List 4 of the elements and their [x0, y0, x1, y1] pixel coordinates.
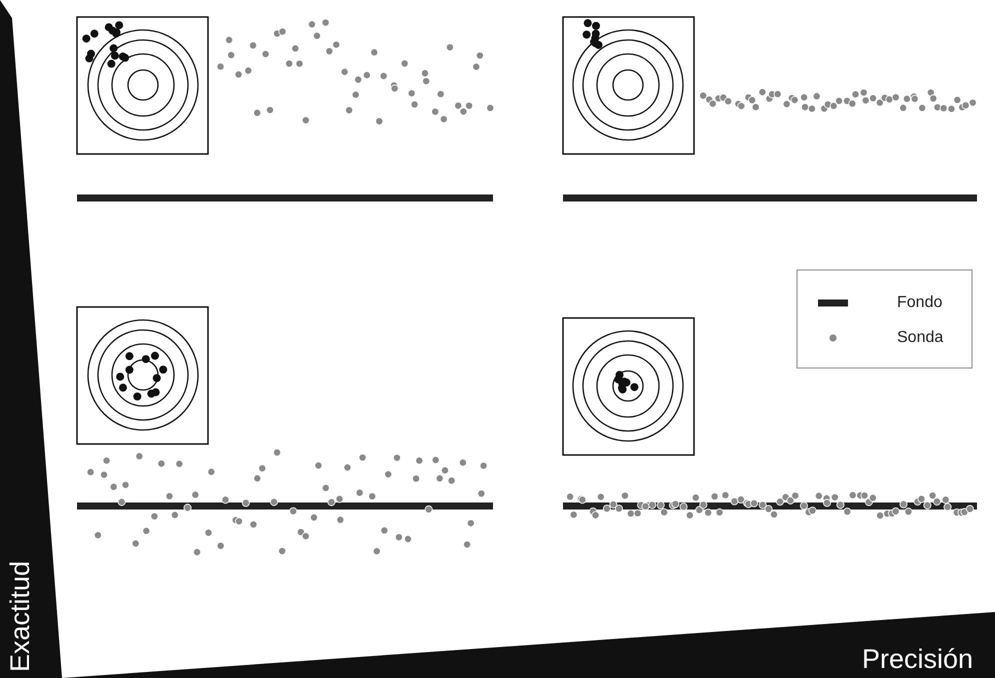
axis-label: Precisión	[862, 643, 973, 675]
axis-label: Exactitud	[4, 560, 36, 672]
legend-label: Sonda	[897, 328, 944, 348]
legend-label: Fondo	[897, 293, 942, 313]
